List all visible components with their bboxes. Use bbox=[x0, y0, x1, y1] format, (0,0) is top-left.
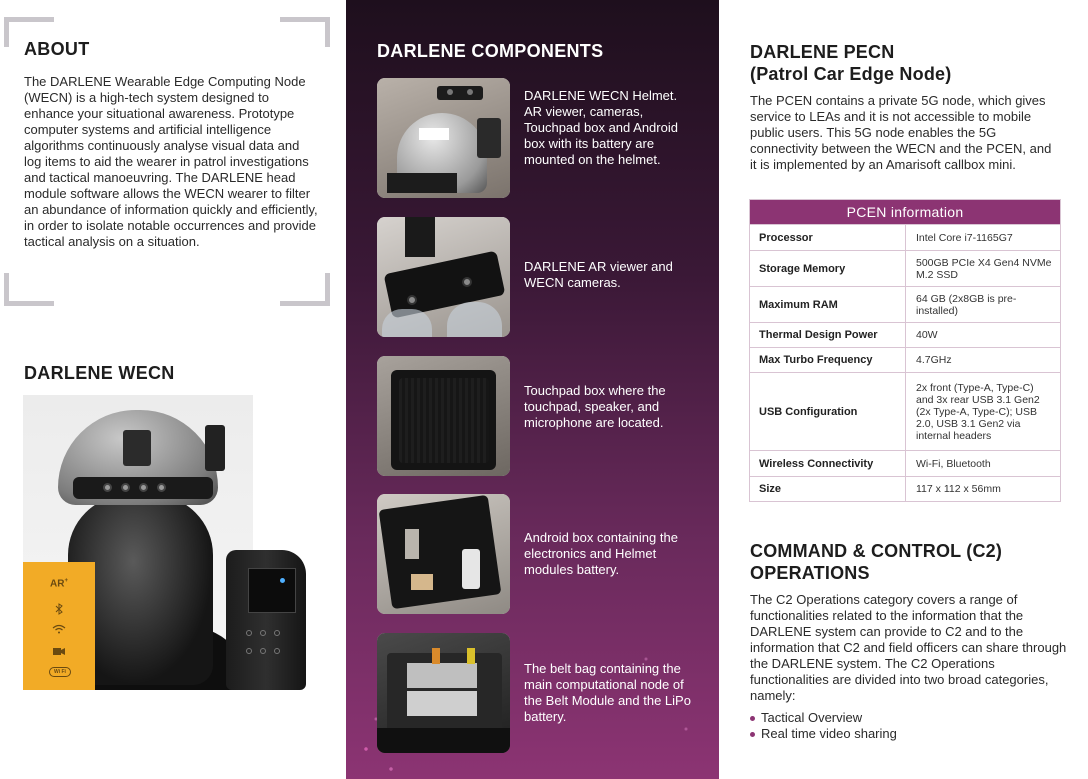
table-row: Processor Intel Core i7-1165G7 bbox=[750, 224, 1060, 250]
table-value: 500GB PCIe X4 Gen4 NVMe M.2 SSD bbox=[916, 256, 1052, 281]
corner-bracket bbox=[4, 273, 54, 306]
pecn-text: The PCEN contains a private 5G node, whi… bbox=[750, 93, 1052, 172]
component-photo-touchpad bbox=[377, 356, 510, 476]
about-panel: ABOUT The DARLENE Wearable Edge Computin… bbox=[0, 0, 346, 779]
table-key: Maximum RAM bbox=[750, 287, 906, 322]
component-photo-ar-viewer bbox=[377, 217, 510, 337]
table-key: Processor bbox=[750, 225, 906, 250]
pecn-heading: DARLENE PECN (Patrol Car Edge Node) bbox=[750, 41, 951, 85]
bullet-icon bbox=[750, 715, 755, 721]
table-row: USB Configuration 2x front (Type-A, Type… bbox=[750, 372, 1060, 450]
components-panel: DARLENE COMPONENTS DARLENE WECN Helmet. … bbox=[346, 0, 719, 779]
bluetooth-icon bbox=[49, 602, 69, 616]
table-value: Wi-Fi, Bluetooth bbox=[916, 457, 991, 470]
corner-bracket bbox=[280, 273, 330, 306]
pecn-heading-line1: DARLENE PECN bbox=[750, 42, 895, 62]
table-key: Thermal Design Power bbox=[750, 323, 906, 347]
component-photo-helmet bbox=[377, 78, 510, 198]
c2-heading-line1: COMMAND & CONTROL (C2) bbox=[750, 541, 1003, 561]
list-item: Real time video sharing bbox=[750, 726, 897, 742]
pecn-panel: DARLENE PECN (Patrol Car Edge Node) The … bbox=[719, 0, 1088, 779]
table-row: Storage Memory 500GB PCIe X4 Gen4 NVMe M… bbox=[750, 250, 1060, 286]
wecn-feature-bar: AR+ Wi Fi bbox=[23, 562, 95, 690]
table-key: Max Turbo Frequency bbox=[750, 348, 906, 372]
bullet-icon bbox=[750, 731, 755, 737]
component-photo-android-box bbox=[377, 494, 510, 614]
wifi-icon bbox=[49, 622, 69, 636]
table-row: Max Turbo Frequency 4.7GHz bbox=[750, 347, 1060, 372]
about-text: The DARLENE Wearable Edge Computing Node… bbox=[24, 74, 318, 249]
table-value: 64 GB (2x8GB is pre-installed) bbox=[916, 292, 1017, 317]
component-text-touchpad: Touchpad box where the touchpad, speaker… bbox=[524, 383, 666, 430]
component-text-helmet: DARLENE WECN Helmet. AR viewer, cameras,… bbox=[524, 88, 678, 167]
wecn-helmet-image bbox=[23, 395, 253, 690]
wecn-heading: DARLENE WECN bbox=[24, 363, 175, 383]
pcen-table-title: PCEN information bbox=[750, 200, 1060, 224]
c2-text: The C2 Operations category covers a rang… bbox=[750, 592, 1067, 703]
camera-icon bbox=[49, 644, 69, 658]
component-photo-belt-bag bbox=[377, 633, 510, 753]
table-value: 2x front (Type-A, Type-C) and 3x rear US… bbox=[916, 381, 1040, 442]
table-row: Maximum RAM 64 GB (2x8GB is pre-installe… bbox=[750, 286, 1060, 322]
table-value: Intel Core i7-1165G7 bbox=[916, 231, 1013, 244]
list-item: Tactical Overview bbox=[750, 710, 897, 726]
table-key: Size bbox=[750, 477, 906, 501]
table-key: Storage Memory bbox=[750, 251, 906, 286]
pecn-heading-line2: (Patrol Car Edge Node) bbox=[750, 64, 952, 84]
table-row: Wireless Connectivity Wi-Fi, Bluetooth bbox=[750, 450, 1060, 476]
table-value: 117 x 112 x 56mm bbox=[916, 483, 1001, 495]
c2-heading-line2: OPERATIONS bbox=[750, 563, 870, 583]
table-key: USB Configuration bbox=[750, 373, 906, 450]
table-value: 40W bbox=[916, 329, 938, 341]
list-item-label: Tactical Overview bbox=[761, 710, 863, 725]
table-row: Thermal Design Power 40W bbox=[750, 322, 1060, 347]
c2-category-list: Tactical Overview Real time video sharin… bbox=[750, 710, 897, 742]
corner-bracket bbox=[280, 17, 330, 47]
c2-heading: COMMAND & CONTROL (C2) OPERATIONS bbox=[750, 540, 1002, 584]
component-text-belt-bag: The belt bag containing the main computa… bbox=[524, 661, 691, 724]
about-heading: ABOUT bbox=[24, 39, 90, 59]
pcen-info-table: PCEN information Processor Intel Core i7… bbox=[749, 199, 1061, 502]
corner-bracket bbox=[4, 17, 54, 47]
belt-bag-image bbox=[218, 530, 313, 690]
component-text-ar-viewer: DARLENE AR viewer and WECN cameras. bbox=[524, 259, 673, 290]
wifi-badge: Wi Fi bbox=[49, 667, 71, 677]
component-text-android-box: Android box containing the electronics a… bbox=[524, 530, 678, 577]
table-value: 4.7GHz bbox=[916, 354, 952, 366]
table-row: Size 117 x 112 x 56mm bbox=[750, 476, 1060, 501]
list-item-label: Real time video sharing bbox=[761, 726, 897, 741]
ar-label: AR+ bbox=[50, 578, 68, 590]
components-heading: DARLENE COMPONENTS bbox=[377, 41, 604, 61]
table-key: Wireless Connectivity bbox=[750, 451, 906, 476]
